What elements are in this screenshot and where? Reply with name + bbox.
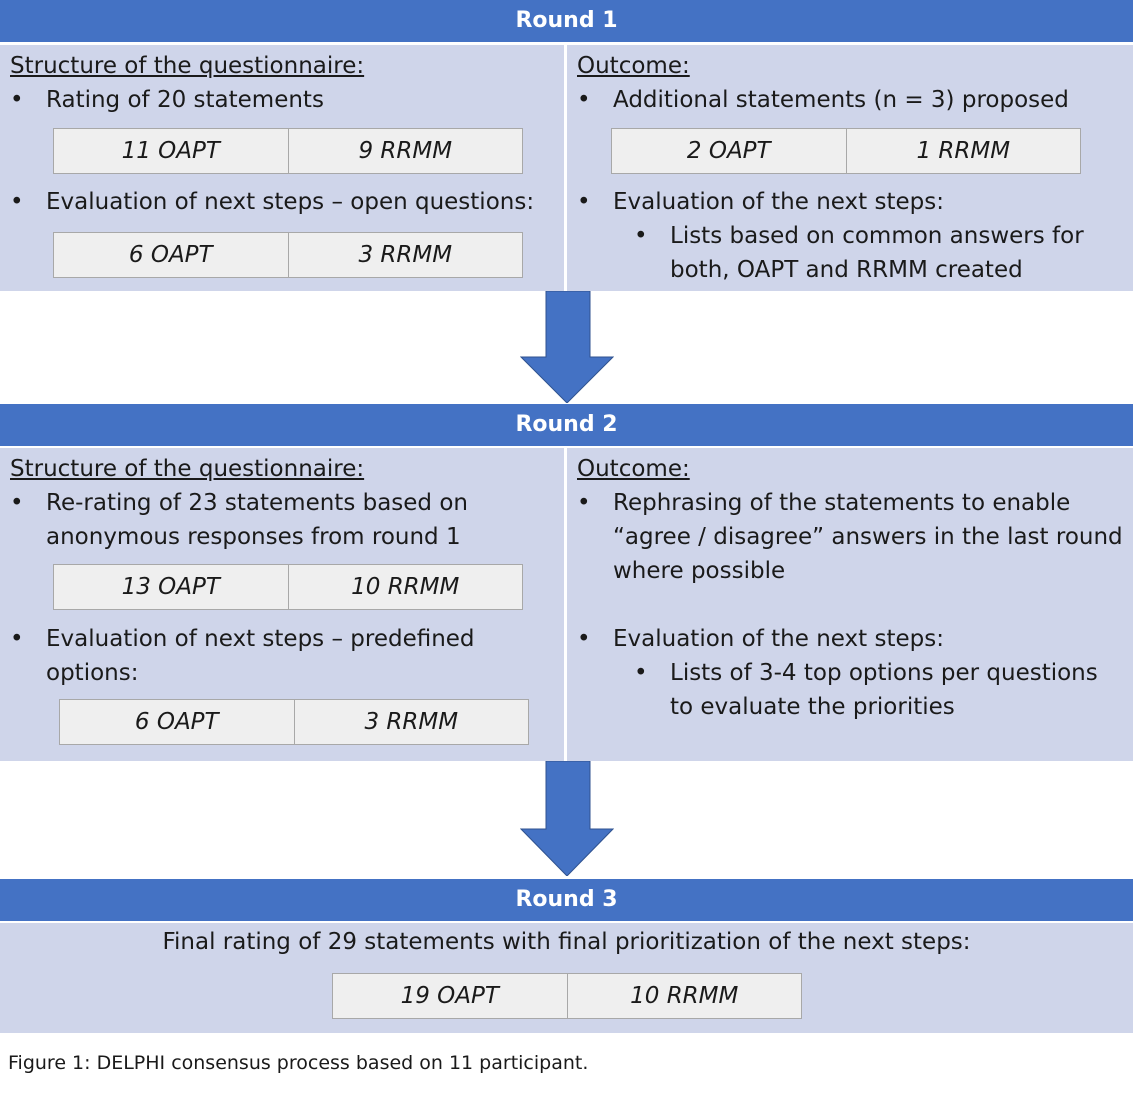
round1-questions-bar: 6 OAPT 3 RRMM bbox=[53, 232, 523, 278]
round1-outcome-heading: Outcome: bbox=[577, 53, 690, 79]
round1-header: Round 1 bbox=[0, 0, 1133, 42]
down-arrow-icon bbox=[520, 291, 614, 403]
round1-statements-bar: 11 OAPT 9 RRMM bbox=[53, 128, 523, 174]
round2-options-bar: 6 OAPT 3 RRMM bbox=[59, 699, 529, 745]
round2-divider bbox=[564, 448, 567, 761]
oapt-count: 6 OAPT bbox=[128, 242, 213, 268]
rrmm-count: 10 RRMM bbox=[287, 565, 523, 609]
round2-structure-heading: Structure of the questionnaire: bbox=[10, 456, 365, 482]
oapt-count: 6 OAPT bbox=[134, 709, 219, 735]
figure-caption: Figure 1: DELPHI consensus process based… bbox=[8, 1052, 589, 1074]
rrmm-count: 3 RRMM bbox=[293, 700, 529, 744]
round3-description: Final rating of 29 statements with final… bbox=[162, 929, 971, 955]
round1-structure-heading: Structure of the questionnaire: bbox=[10, 53, 365, 79]
round1-panel: Structure of the questionnaire: •Rating … bbox=[0, 45, 1133, 291]
oapt-count: 19 OAPT bbox=[400, 983, 499, 1009]
rrmm-count: 1 RRMM bbox=[845, 129, 1081, 173]
round2-header: Round 2 bbox=[0, 404, 1133, 446]
round3-panel: Final rating of 29 statements with final… bbox=[0, 923, 1133, 1033]
oapt-count: 11 OAPT bbox=[121, 138, 220, 164]
rrmm-count: 3 RRMM bbox=[287, 233, 523, 277]
oapt-count: 2 OAPT bbox=[686, 138, 771, 164]
round2-panel: Structure of the questionnaire: • Re-rat… bbox=[0, 448, 1133, 761]
round3-statements-bar: 19 OAPT 10 RRMM bbox=[332, 973, 802, 1019]
round2-outcome-heading: Outcome: bbox=[577, 456, 690, 482]
round3-header: Round 3 bbox=[0, 879, 1133, 921]
oapt-count: 13 OAPT bbox=[121, 574, 220, 600]
down-arrow-icon bbox=[520, 761, 614, 876]
round2-statements-bar: 13 OAPT 10 RRMM bbox=[53, 564, 523, 610]
round1-additional-bar: 2 OAPT 1 RRMM bbox=[611, 128, 1081, 174]
round1-divider bbox=[564, 45, 567, 291]
rrmm-count: 10 RRMM bbox=[566, 974, 802, 1018]
rrmm-count: 9 RRMM bbox=[287, 129, 523, 173]
